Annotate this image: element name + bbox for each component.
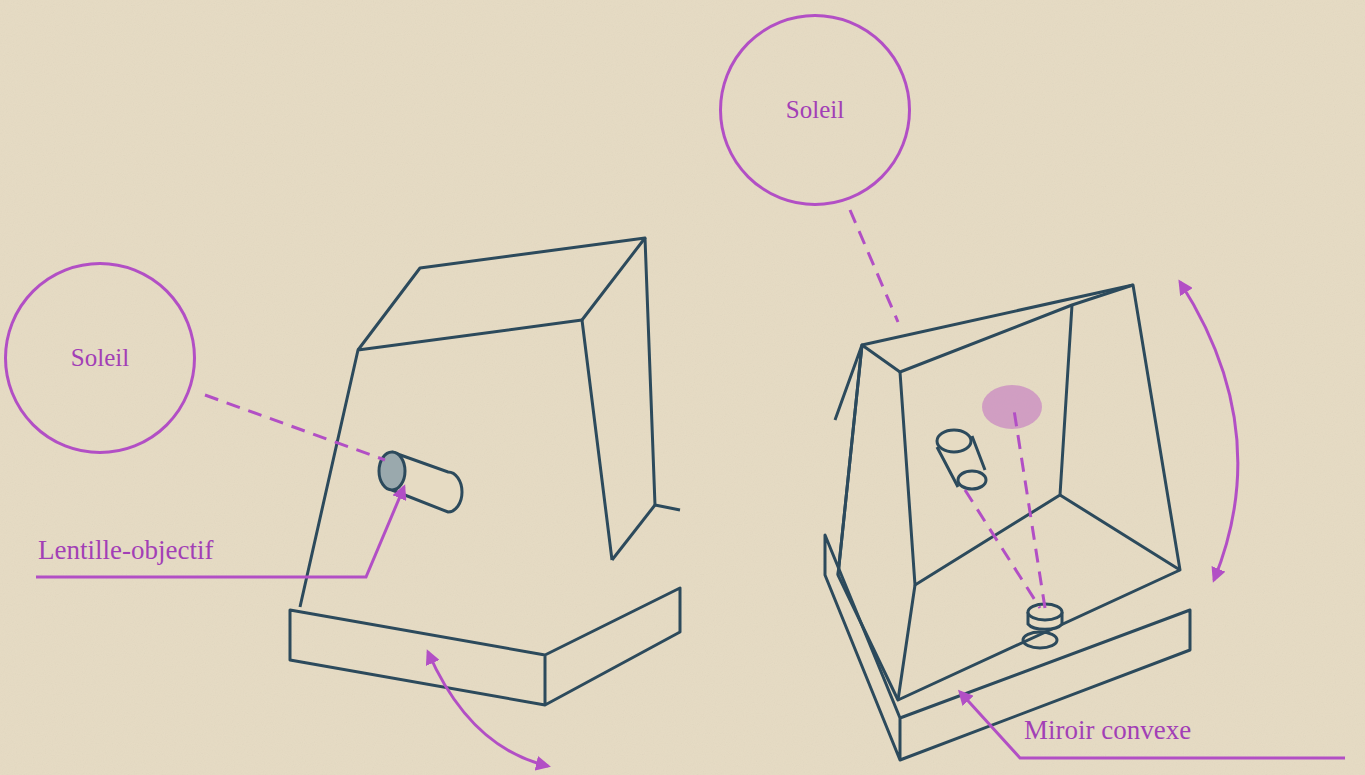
objective-lens: [379, 452, 462, 512]
sun-label: Soleil: [786, 96, 844, 124]
sun-circle: Soleil: [4, 262, 196, 454]
leader-line: [36, 487, 1345, 758]
sun-image: [982, 385, 1042, 429]
light-ray: [205, 210, 1045, 608]
part-label: Miroir convexe: [1024, 715, 1191, 746]
rotation-arrow: [428, 282, 1238, 766]
camera-box-closed: [290, 238, 680, 705]
sun-circle: Soleil: [719, 14, 911, 206]
sun-label: Soleil: [71, 344, 129, 372]
objective-lens-inside: [937, 430, 986, 489]
convex-mirror: [1023, 604, 1062, 648]
part-label: Lentille-objectif: [38, 535, 213, 566]
camera-box-open: [825, 285, 1190, 760]
